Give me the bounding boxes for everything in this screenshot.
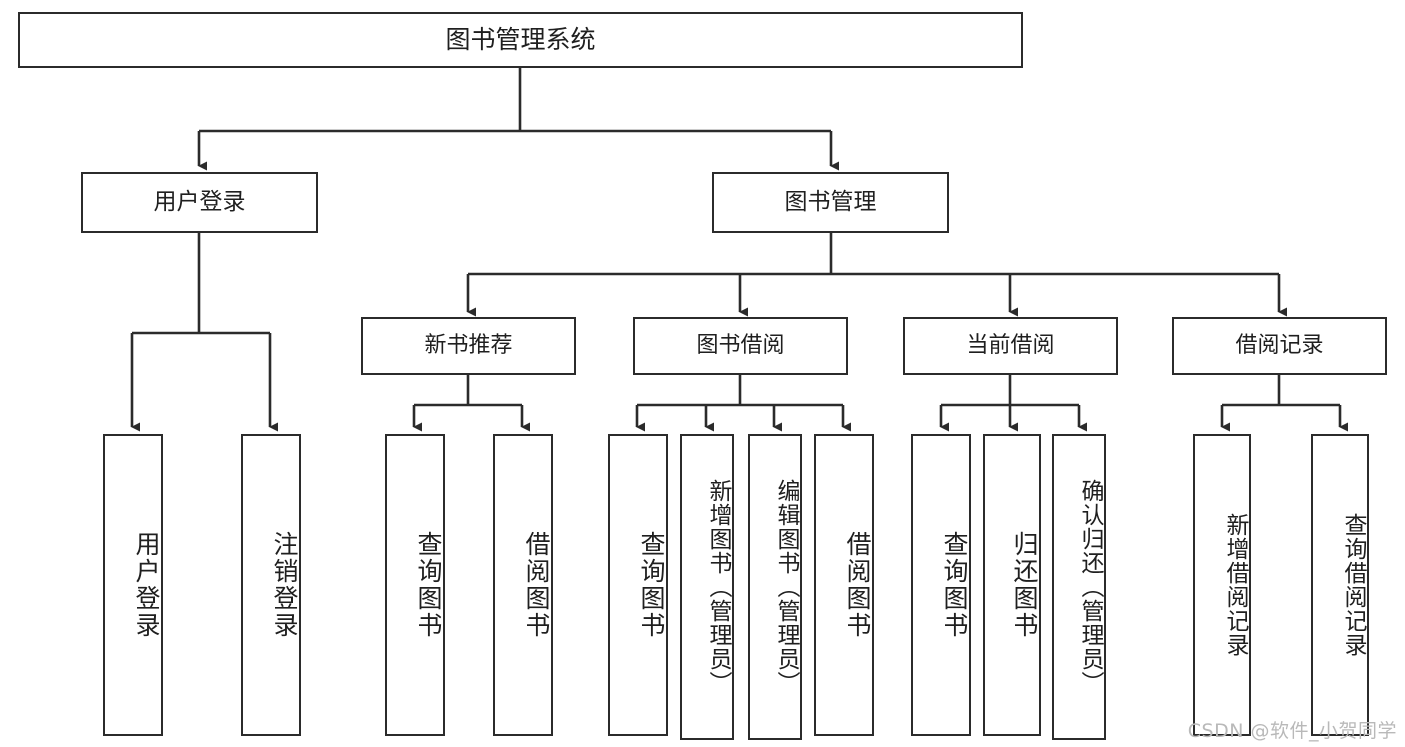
leaf-borrow-book-recommend[interactable]: 借阅图书	[493, 434, 553, 736]
leaf-add-book-admin[interactable]: 新增图书（管理员）	[680, 434, 734, 740]
csdn-watermark: CSDN @软件_小贺同学	[1187, 720, 1397, 742]
leaf-logout[interactable]: 注销登录	[241, 434, 301, 736]
leaf-add-borrow-record[interactable]: 新增借阅记录	[1193, 434, 1251, 736]
node-book-management[interactable]: 图书管理	[712, 172, 949, 233]
leaf-user-login[interactable]: 用户登录	[103, 434, 163, 736]
leaf-query-book-recommend[interactable]: 查询图书	[385, 434, 445, 736]
leaf-edit-book-admin[interactable]: 编辑图书（管理员）	[748, 434, 802, 740]
node-user-login[interactable]: 用户登录	[81, 172, 318, 233]
leaf-query-book-current[interactable]: 查询图书	[911, 434, 971, 736]
node-borrow-records[interactable]: 借阅记录	[1172, 317, 1387, 375]
leaf-borrow-book[interactable]: 借阅图书	[814, 434, 874, 736]
node-new-book-recommend[interactable]: 新书推荐	[361, 317, 576, 375]
leaf-return-book[interactable]: 归还图书	[983, 434, 1041, 736]
node-book-borrow[interactable]: 图书借阅	[633, 317, 848, 375]
node-root-system[interactable]: 图书管理系统	[18, 12, 1023, 68]
node-current-borrow[interactable]: 当前借阅	[903, 317, 1118, 375]
leaf-confirm-return-admin[interactable]: 确认归还（管理员）	[1052, 434, 1106, 740]
leaf-query-book-borrow[interactable]: 查询图书	[608, 434, 668, 736]
leaf-query-borrow-record[interactable]: 查询借阅记录	[1311, 434, 1369, 736]
